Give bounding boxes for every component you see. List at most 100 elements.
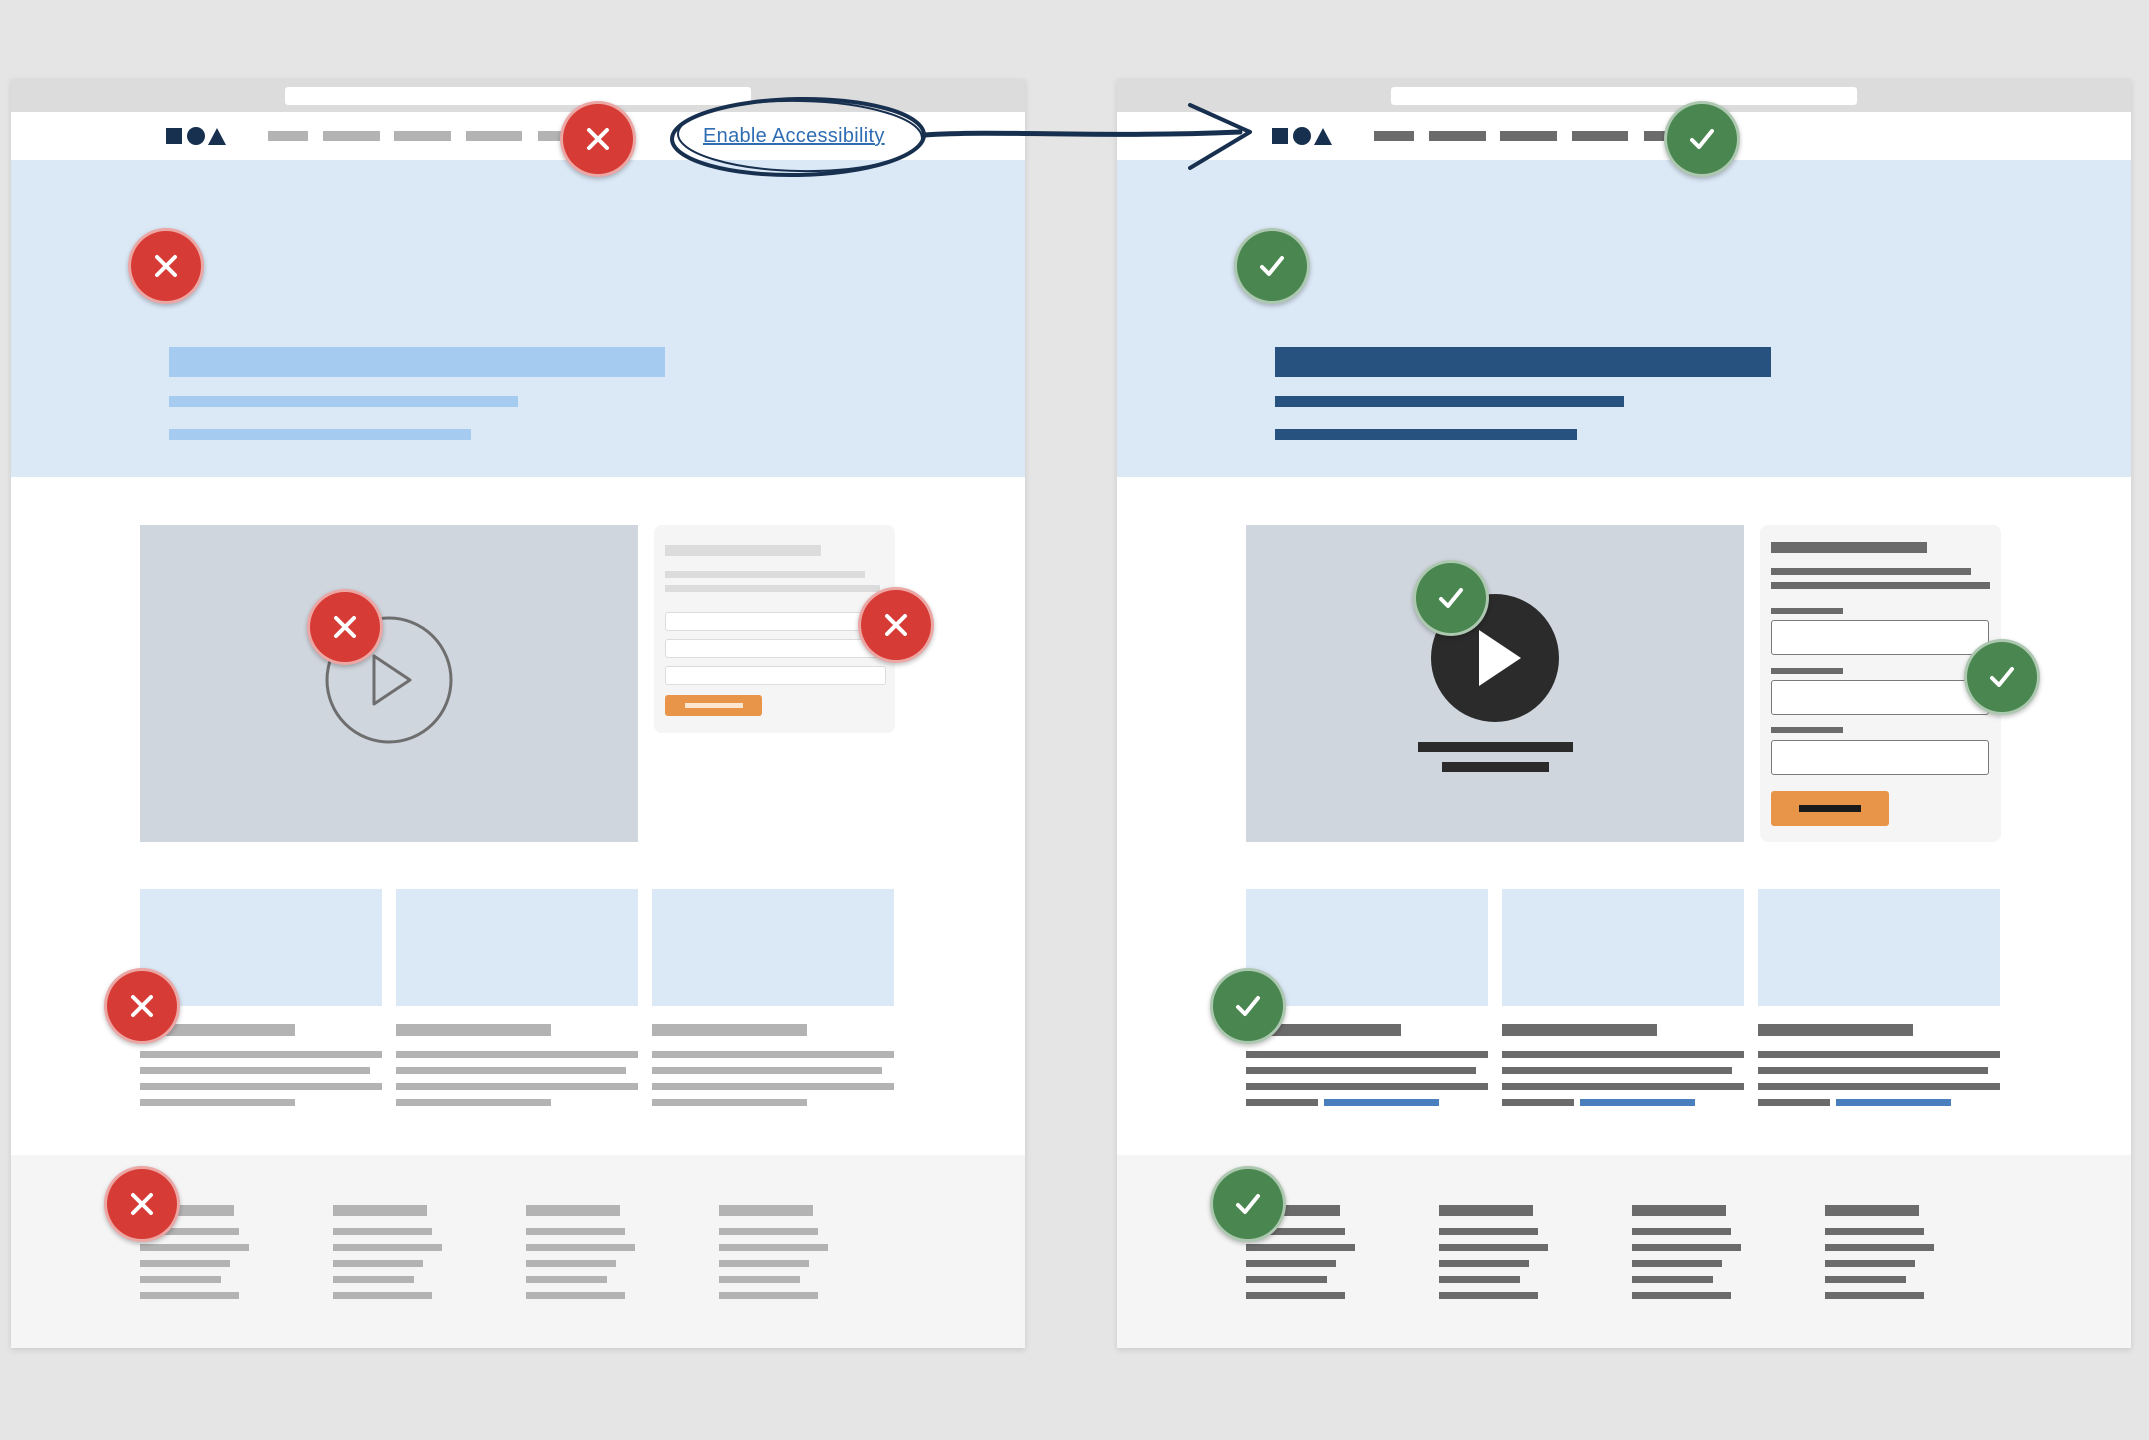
form-field[interactable] <box>665 666 886 685</box>
fail-badge <box>128 228 204 304</box>
submit-button-label <box>685 703 743 708</box>
card-link[interactable] <box>1580 1099 1695 1106</box>
nav-item[interactable] <box>1572 131 1628 141</box>
footer-link[interactable] <box>1246 1260 1336 1267</box>
card-text <box>396 1067 626 1074</box>
footer-link <box>333 1260 423 1267</box>
footer-link <box>526 1228 625 1235</box>
card-title <box>1246 1024 1401 1036</box>
fail-badge <box>560 101 636 177</box>
card-text <box>140 1067 370 1074</box>
card-text <box>1502 1051 1744 1058</box>
hero-subtext <box>1275 396 1624 407</box>
footer-link[interactable] <box>1825 1244 1934 1251</box>
form-field[interactable] <box>1771 680 1989 715</box>
footer-heading <box>1439 1205 1533 1216</box>
footer-link[interactable] <box>1439 1276 1520 1283</box>
nav-item[interactable] <box>1374 131 1414 141</box>
pass-badge <box>1234 228 1310 304</box>
footer-link[interactable] <box>1632 1244 1741 1251</box>
submit-button[interactable] <box>665 695 762 716</box>
video-player[interactable] <box>1246 525 1744 842</box>
nav-item[interactable] <box>1429 131 1486 141</box>
card-text <box>1246 1099 1318 1106</box>
footer-link <box>333 1228 432 1235</box>
card-text <box>396 1083 638 1090</box>
footer-link[interactable] <box>1825 1276 1906 1283</box>
check-icon <box>1690 129 1714 149</box>
check-icon <box>1439 588 1463 608</box>
card-link[interactable] <box>1836 1099 1951 1106</box>
nav-item <box>538 131 568 141</box>
footer-link[interactable] <box>1439 1260 1529 1267</box>
footer-link <box>140 1276 221 1283</box>
footer-link <box>526 1244 635 1251</box>
card-title <box>1502 1024 1657 1036</box>
nav-item <box>394 131 451 141</box>
footer-heading <box>1632 1205 1726 1216</box>
form-field[interactable] <box>1771 740 1989 775</box>
play-icon[interactable] <box>323 614 455 746</box>
footer-link[interactable] <box>1632 1292 1731 1299</box>
nav-item[interactable] <box>1644 131 1674 141</box>
nav-item <box>268 131 308 141</box>
check-icon <box>1990 667 2014 687</box>
card-text <box>1758 1051 2000 1058</box>
video-player[interactable] <box>140 525 638 842</box>
card-title <box>652 1024 807 1036</box>
nav-item[interactable] <box>1500 131 1557 141</box>
submit-button[interactable] <box>1771 791 1889 826</box>
hero-heading <box>1275 347 1771 377</box>
footer-link[interactable] <box>1246 1244 1355 1251</box>
footer-link[interactable] <box>1825 1260 1915 1267</box>
pass-badge <box>1664 101 1740 177</box>
enable-accessibility-link[interactable]: Enable Accessibility <box>703 125 885 147</box>
site-footer <box>11 1155 1025 1348</box>
footer-link <box>140 1292 239 1299</box>
form-field[interactable] <box>665 612 886 631</box>
form-text <box>665 571 865 578</box>
signup-form <box>654 525 895 733</box>
card-image <box>1246 889 1488 1006</box>
footer-link[interactable] <box>1246 1292 1345 1299</box>
footer-link[interactable] <box>1439 1292 1538 1299</box>
fail-badge <box>104 1166 180 1242</box>
footer-link[interactable] <box>1632 1228 1731 1235</box>
form-field[interactable] <box>1771 620 1989 655</box>
card-text <box>1502 1067 1732 1074</box>
browser-chrome <box>1117 79 2131 112</box>
footer-link[interactable] <box>1246 1276 1327 1283</box>
footer-link[interactable] <box>1825 1292 1924 1299</box>
hero-section <box>11 160 1025 477</box>
footer-link <box>719 1292 818 1299</box>
field-label <box>1771 668 1843 674</box>
card-text <box>652 1051 894 1058</box>
x-icon <box>155 255 177 277</box>
fail-badge <box>858 587 934 663</box>
form-field[interactable] <box>665 639 886 658</box>
card-title <box>396 1024 551 1036</box>
check-icon <box>1260 256 1284 276</box>
footer-link[interactable] <box>1439 1244 1548 1251</box>
footer-link[interactable] <box>1632 1260 1722 1267</box>
card-image <box>1502 889 1744 1006</box>
submit-button-label <box>1799 805 1861 812</box>
footer-link[interactable] <box>1825 1228 1924 1235</box>
footer-heading <box>1246 1205 1340 1216</box>
hero-subtext <box>1275 429 1577 440</box>
footer-link[interactable] <box>1246 1228 1345 1235</box>
footer-link[interactable] <box>1439 1228 1538 1235</box>
footer-link <box>719 1244 828 1251</box>
card-title <box>140 1024 295 1036</box>
footer-link[interactable] <box>1632 1276 1713 1283</box>
form-title <box>665 545 821 556</box>
form-text <box>1771 582 1990 589</box>
x-icon <box>885 614 907 636</box>
footer-link <box>333 1244 442 1251</box>
card-link[interactable] <box>1324 1099 1439 1106</box>
video-caption <box>1442 762 1549 772</box>
card-text <box>1502 1083 1744 1090</box>
field-label <box>1771 727 1843 733</box>
card-image <box>1758 889 2000 1006</box>
fail-badge <box>104 968 180 1044</box>
